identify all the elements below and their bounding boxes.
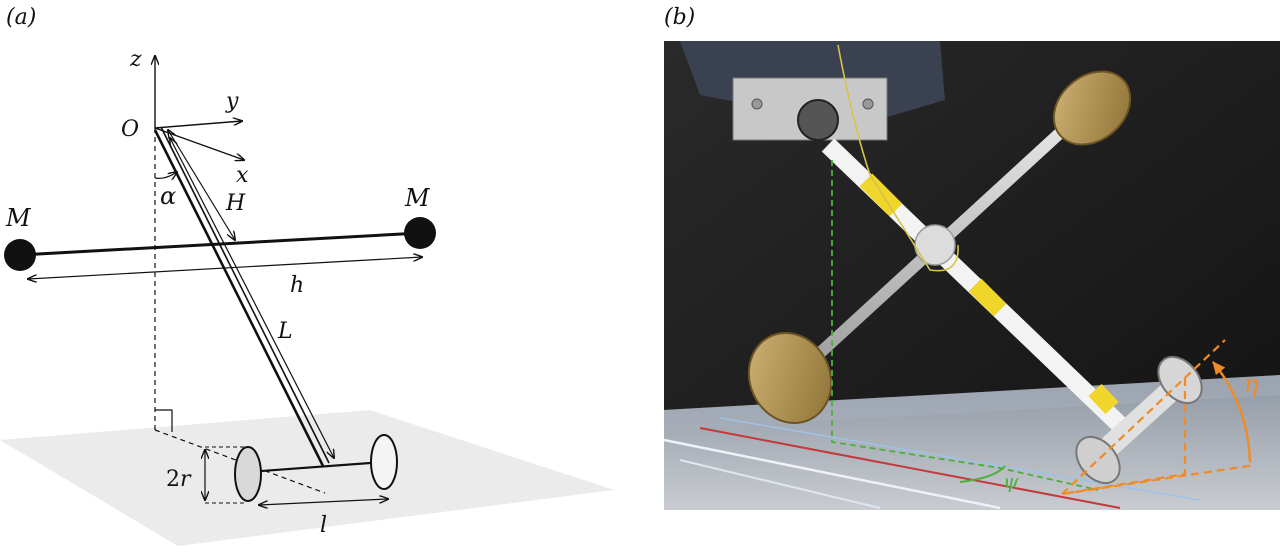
2r-label: 2r — [166, 467, 192, 492]
floor-stripe-red — [699, 427, 1121, 509]
mount-screw-right — [862, 98, 874, 110]
x-axis-label: x — [236, 163, 249, 188]
panel-b-label: (b) — [664, 5, 695, 30]
wheel-axle — [247, 460, 385, 474]
eta-axle-line — [1061, 339, 1226, 495]
2r-label-coefficient: 2 — [166, 467, 180, 492]
y-axis-label: y — [225, 89, 239, 114]
eta-label: η — [1244, 370, 1259, 398]
floor-stripe-white-2 — [679, 459, 881, 509]
alpha-arc — [154, 172, 177, 178]
origin-label: O — [121, 117, 139, 142]
L-dimension-arrow — [170, 138, 334, 458]
L-label: L — [277, 319, 293, 344]
photo: ψ η — [663, 41, 1280, 510]
mass-bar — [19, 231, 421, 257]
panel-a: (a) z y x O α H L M M — [0, 5, 614, 546]
wire — [837, 44, 959, 272]
panel-a-label: (a) — [6, 5, 36, 30]
left-wheel — [234, 446, 262, 502]
panel-b: (b) — [663, 5, 1280, 510]
pivot-hub — [914, 224, 956, 266]
photo-floor-shade — [664, 375, 1280, 430]
pendulum-rod-yellow-3 — [1088, 383, 1119, 415]
mount-screw-left — [751, 98, 763, 110]
h-dimension-arrow — [28, 257, 422, 279]
left-mass-label: M — [5, 204, 32, 232]
l-label: l — [320, 513, 327, 538]
y-axis — [154, 121, 242, 129]
eta-arc — [1212, 361, 1252, 463]
right-mass — [404, 217, 436, 249]
h-label: h — [290, 273, 304, 298]
upper-right-gold-mass — [1052, 70, 1132, 146]
psi-label: ψ — [1003, 469, 1019, 493]
pendulum-rod-yellow-2 — [968, 278, 1007, 317]
lower-left-gold-mass — [747, 332, 833, 424]
psi-construction-line — [831, 160, 1099, 491]
pendulum-rod-yellow-1 — [859, 173, 903, 217]
alpha-label: α — [160, 182, 176, 210]
right-wheel — [370, 434, 398, 490]
H-label: H — [225, 191, 246, 216]
eta-reference-lines — [1061, 378, 1256, 496]
right-mass-label: M — [404, 184, 431, 212]
left-mass — [4, 239, 36, 271]
psi-arc — [959, 465, 1006, 483]
ground-plane — [0, 410, 614, 546]
mount-bearing — [797, 99, 839, 141]
floor-stripe-white-1 — [663, 438, 1001, 510]
l-dimension-arrow — [259, 499, 388, 505]
2r-label-variable: r — [180, 467, 192, 492]
z-axis-label: z — [129, 47, 142, 72]
